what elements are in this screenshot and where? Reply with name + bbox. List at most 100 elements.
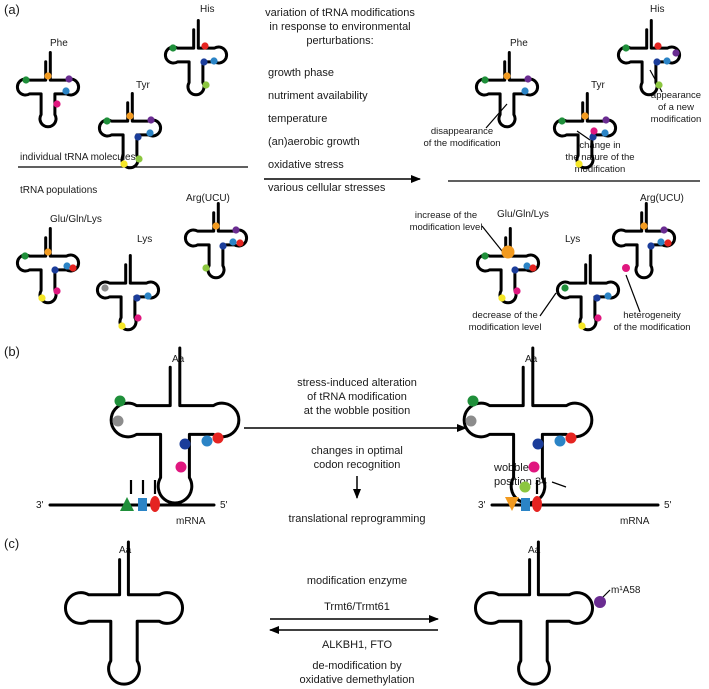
mod-lys-r-lightblue bbox=[604, 292, 612, 300]
panel-b-top-1: stress-induced alteration bbox=[297, 377, 417, 389]
mod-glu-r-yellow bbox=[498, 294, 506, 302]
mod-his-lightblue bbox=[210, 57, 218, 65]
trna-c-left bbox=[63, 540, 185, 686]
modification-marks bbox=[21, 42, 680, 608]
mod-br-lime bbox=[519, 481, 531, 493]
mod-arg-r-purple bbox=[660, 226, 668, 234]
annot-appearance-3: modification bbox=[651, 114, 702, 125]
mod-his-blue bbox=[200, 58, 208, 66]
panel-c-aa-right: Aa bbox=[528, 545, 541, 556]
trna-label-phe-right: Phe bbox=[510, 38, 528, 49]
wobble-leader bbox=[551, 481, 567, 488]
mod-his-r-lime bbox=[655, 81, 663, 89]
mod-arg-red bbox=[236, 239, 244, 247]
mod-phe-r-green bbox=[481, 76, 489, 84]
mod-glu-lightblue bbox=[63, 262, 71, 270]
mod-br-magenta bbox=[528, 461, 540, 473]
mod-phe-r-orange bbox=[503, 72, 511, 80]
panel-a-title-2: in response to environmental bbox=[269, 21, 410, 33]
mod-glu-r-lightblue bbox=[523, 262, 531, 270]
mod-br-red bbox=[565, 432, 577, 444]
mod-glu-red bbox=[69, 264, 77, 272]
trna-lys-right bbox=[555, 254, 621, 332]
condition-nutriment: nutriment availability bbox=[268, 90, 368, 102]
annotation-leaders bbox=[481, 69, 663, 317]
annot-appearance-1: appearance bbox=[651, 90, 701, 101]
trna-label-glu-right: Glu/Gln/Lys bbox=[497, 209, 549, 220]
mod-his-r-purple bbox=[672, 49, 680, 57]
mod-glu-magenta bbox=[53, 287, 61, 295]
demod-text-2: oxidative demethylation bbox=[300, 674, 415, 686]
mod-tyr-r-yellow bbox=[575, 160, 583, 168]
trna-label-arg: Arg(UCU) bbox=[186, 193, 230, 204]
demod-text-1: de-modification by bbox=[312, 660, 402, 672]
condition-aerobic: (an)aerobic growth bbox=[268, 136, 360, 148]
mod-glu-orange bbox=[44, 248, 52, 256]
mod-arg-blue bbox=[219, 242, 227, 250]
mod-tyr-lime bbox=[135, 155, 143, 163]
demod-name: ALKBH1, FTO bbox=[322, 639, 393, 651]
mrna-left: mRNA bbox=[176, 516, 206, 527]
mod-phe-green bbox=[22, 76, 30, 84]
mod-his-green bbox=[169, 44, 177, 52]
mod-tyr-r-purple bbox=[602, 116, 610, 124]
mod-tyr-r-orange bbox=[581, 112, 589, 120]
mod-his-r-red bbox=[654, 42, 662, 50]
annot-heterogeneity-2: of the modification bbox=[613, 322, 690, 333]
trna-phe-left bbox=[15, 51, 81, 129]
panel-a-title-1: variation of tRNA modifications bbox=[265, 7, 415, 19]
trna-tyr-left bbox=[97, 92, 163, 170]
mrna-right: mRNA bbox=[620, 516, 650, 527]
panel-c-label: (c) bbox=[4, 536, 19, 551]
trna-populations-label: tRNA populations bbox=[20, 185, 97, 196]
mod-br-blue bbox=[532, 438, 544, 450]
mod-glu-r-red bbox=[529, 264, 537, 272]
m1a58-label: m¹A58 bbox=[611, 585, 641, 596]
panel-b-bottom: translational reprogramming bbox=[289, 513, 426, 525]
mod-tyr-orange bbox=[126, 112, 134, 120]
five-prime-left: 5' bbox=[220, 500, 228, 511]
annot-heterogeneity-1: heterogeneity bbox=[623, 310, 681, 321]
mod-b-green bbox=[114, 395, 126, 407]
trna-glu-left bbox=[15, 227, 81, 305]
annot-nature-3: modification bbox=[575, 164, 626, 175]
mod-his-r-blue bbox=[653, 58, 661, 66]
annot-nature-2: the nature of the bbox=[565, 152, 634, 163]
three-prime-left: 3' bbox=[36, 500, 44, 511]
mod-tyr-lightblue bbox=[146, 129, 154, 137]
enzyme-title: modification enzyme bbox=[307, 575, 407, 587]
annot-nature-1: change in bbox=[579, 140, 620, 151]
annot-decrease-1: decrease of the bbox=[472, 310, 538, 321]
annot-disappearance-2: of the modification bbox=[423, 138, 500, 149]
mod-b-blue bbox=[179, 438, 191, 450]
trna-label-tyr: Tyr bbox=[136, 80, 151, 91]
mod-arg-r-orange bbox=[640, 222, 648, 230]
trna-b-left bbox=[109, 346, 241, 505]
mod-glu-yellow bbox=[38, 294, 46, 302]
trna-label-glu: Glu/Gln/Lys bbox=[50, 214, 102, 225]
codon-square-left bbox=[138, 498, 147, 511]
m1a58-leader bbox=[601, 589, 611, 599]
panel-b-middle-1: changes in optimal bbox=[311, 445, 403, 457]
mod-tyr-yellow bbox=[120, 160, 128, 168]
annot-increase-2: modification level bbox=[410, 222, 483, 233]
panel-b-top-2: of tRNA modification bbox=[307, 391, 407, 403]
mod-arg-purple bbox=[232, 226, 240, 234]
panel-b-top-3: at the wobble position bbox=[304, 405, 410, 417]
panel-a-title-3: perturbations: bbox=[306, 35, 373, 47]
codon-ellipse-left bbox=[150, 496, 160, 512]
mod-lys-magenta bbox=[134, 314, 142, 322]
codon-ellipse-right bbox=[532, 496, 542, 512]
trna-label-his-right: His bbox=[650, 4, 664, 15]
condition-oxidative: oxidative stress bbox=[268, 159, 344, 171]
codon-triangle-right bbox=[505, 497, 519, 511]
mod-lys-lightblue bbox=[144, 292, 152, 300]
trna-label-phe: Phe bbox=[50, 38, 68, 49]
mod-phe-lightblue bbox=[62, 87, 70, 95]
mod-lys-r-green bbox=[561, 284, 569, 292]
mod-glu-r-orange-large bbox=[501, 245, 515, 259]
mod-phe-magenta bbox=[53, 100, 61, 108]
condition-growth-phase: growth phase bbox=[268, 67, 334, 79]
mod-br-lightblue bbox=[554, 435, 566, 447]
